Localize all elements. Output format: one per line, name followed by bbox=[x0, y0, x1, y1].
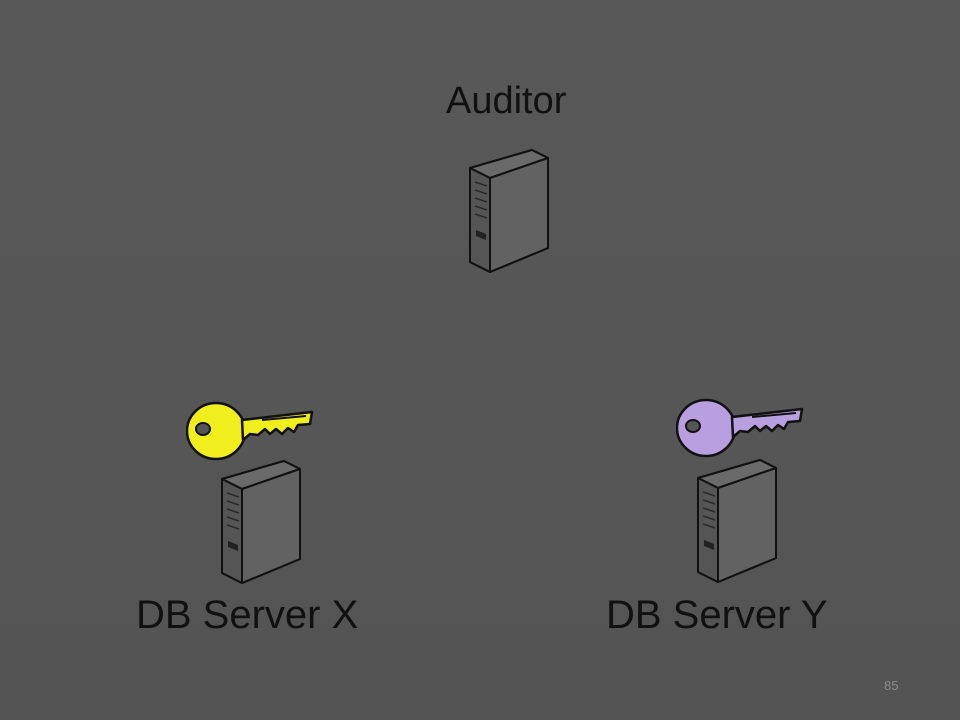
auditor-label: Auditor bbox=[446, 80, 567, 122]
db-server-x-icon bbox=[221, 460, 301, 584]
db-server-y-icon bbox=[697, 459, 777, 583]
db-server-x-label: DB Server X bbox=[136, 593, 359, 637]
auditor-server-icon bbox=[469, 149, 549, 273]
page-number: 85 bbox=[884, 678, 899, 693]
key-icon-x bbox=[186, 401, 314, 461]
db-server-y-label: DB Server Y bbox=[606, 593, 828, 637]
key-icon-y bbox=[676, 398, 804, 458]
